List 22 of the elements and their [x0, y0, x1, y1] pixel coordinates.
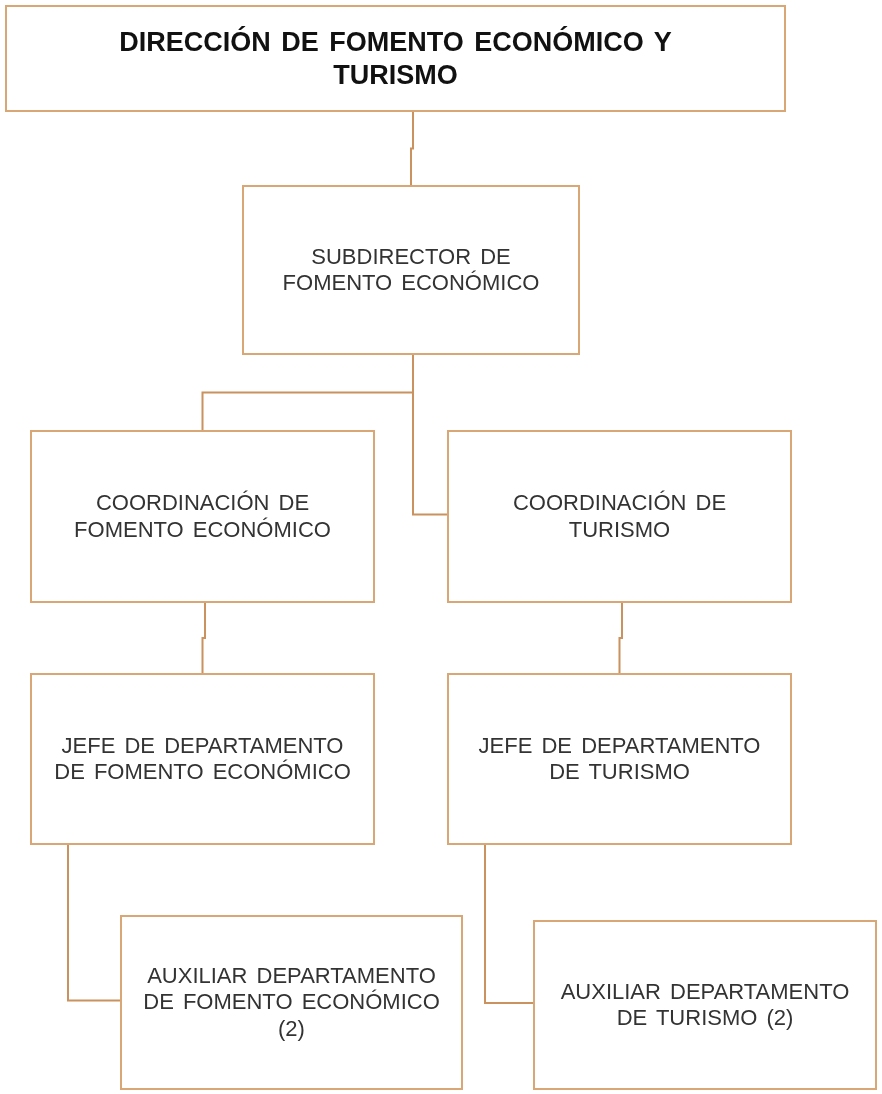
org-position-box: [447, 673, 792, 845]
connector-line: [484, 844, 534, 1004]
org-position-box: [30, 430, 375, 603]
connector-line: [201, 602, 206, 674]
position-title: AUXILIAR DEPARTAMENTO DE FOMENTO ECONÓMICO (2): [142, 962, 441, 1043]
position-title: SUBDIRECTOR DE FOMENTO ECONÓMICO: [281, 243, 541, 297]
org-head-box: [5, 5, 786, 112]
org-position-box: [120, 915, 463, 1090]
org-position-box: [242, 185, 580, 355]
position-title: JEFE DE DEPARTAMENTO DE TURISMO: [477, 732, 762, 786]
connector-line: [618, 602, 623, 674]
position-title: JEFE DE DEPARTAMENTO DE FOMENTO ECONÓMICO: [53, 732, 352, 786]
position-title: AUXILIAR DEPARTAMENTO DE TURISMO (2): [559, 978, 851, 1032]
org-position-box: [30, 673, 375, 845]
connector-line: [410, 111, 414, 186]
position-title: COORDINACIÓN DE TURISMO: [511, 490, 728, 543]
connector-line: [412, 354, 448, 516]
connector-line: [67, 844, 121, 1002]
org-position-box: [447, 430, 792, 603]
position-title: COORDINACIÓN DE FOMENTO ECONÓMICO: [73, 490, 332, 543]
org-title: DIRECCIÓN DE FOMENTO ECONÓMICO Y TURISMO: [118, 26, 673, 91]
org-position-box: [533, 920, 877, 1090]
